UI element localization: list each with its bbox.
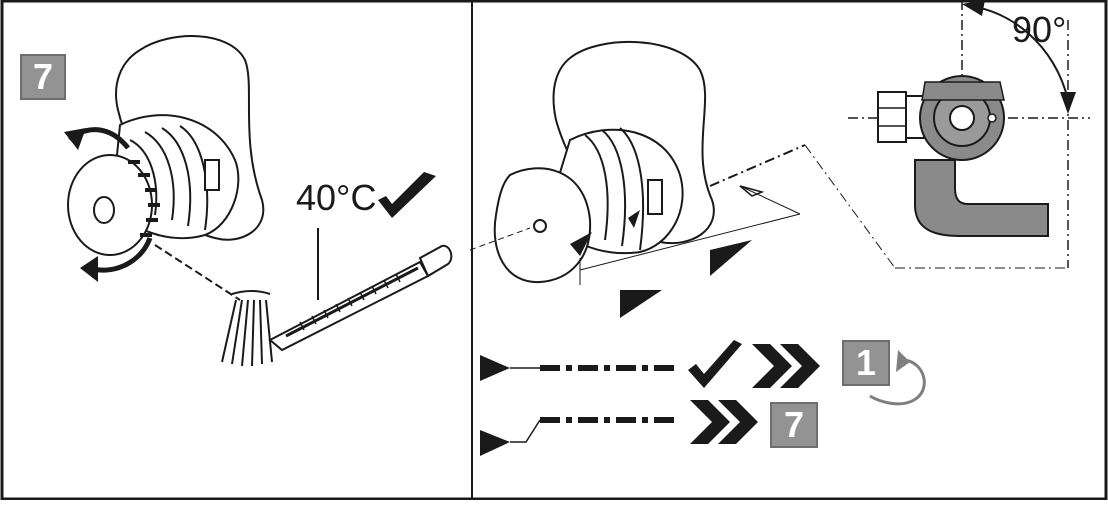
left-panel-illustration	[64, 35, 453, 367]
water-jet-icon	[154, 244, 273, 367]
rotate-arrows-icon	[64, 127, 153, 282]
triangle-marker-icon	[570, 232, 592, 256]
valve-top-view	[877, 75, 1049, 237]
cap-knurling	[128, 160, 160, 237]
temperature-label: 40°C	[296, 177, 377, 218]
alignment-guides	[579, 144, 1068, 285]
axis-line	[469, 227, 531, 251]
triangle-marker-icon	[710, 240, 752, 276]
cartridge-ribs	[129, 125, 220, 231]
double-chevron-icon	[690, 400, 758, 444]
triangle-marker-icon	[480, 355, 510, 381]
triangle-marker-icon	[620, 290, 662, 318]
repeat-arrow-icon	[869, 350, 926, 406]
double-chevron-icon	[752, 344, 820, 388]
filter-cap-hole	[533, 219, 547, 233]
checkmark-icon	[378, 172, 436, 218]
next-step-badge: 7	[770, 402, 818, 448]
right-panel-illustration	[469, 0, 1090, 456]
triangle-marker-icon	[480, 430, 510, 456]
cartridge-ribs	[584, 127, 663, 251]
repeat-step-badge: 1	[842, 340, 890, 386]
thermometer-icon	[268, 228, 453, 352]
checkmark-icon	[688, 340, 742, 388]
result-row-ok	[480, 340, 926, 406]
triangle-marker-icon	[628, 210, 640, 228]
step-badge: 7	[20, 54, 66, 100]
filter-cap-hole	[93, 196, 115, 224]
result-row-fail	[480, 400, 758, 456]
angle-label: 90°	[1012, 9, 1067, 50]
